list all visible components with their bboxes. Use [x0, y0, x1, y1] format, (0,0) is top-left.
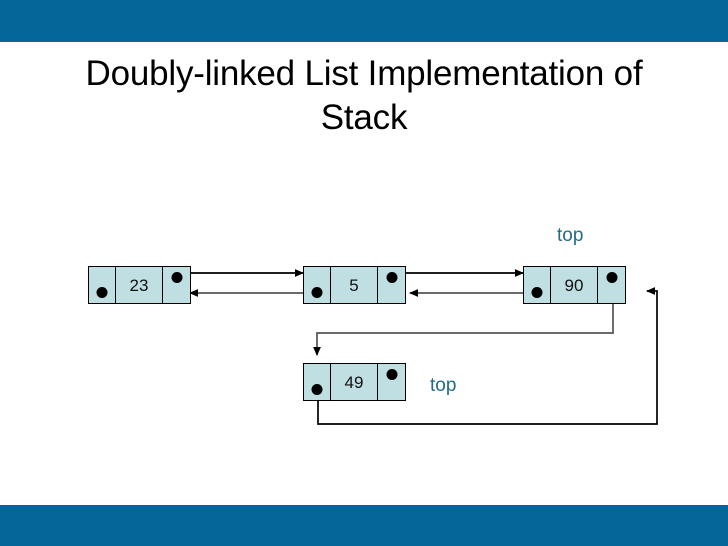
node-next-pointer — [378, 266, 406, 304]
wire-n49-prev — [317, 287, 658, 425]
top-banner — [0, 0, 728, 42]
node-value: 90 — [551, 266, 598, 304]
node-value-text: 49 — [344, 372, 364, 392]
pointer-dot — [311, 384, 323, 395]
list-node: 90 — [523, 266, 626, 304]
node-prev-pointer — [523, 266, 551, 304]
node-next-pointer — [163, 266, 191, 304]
node-prev-pointer — [88, 266, 116, 304]
pointer-dot — [606, 272, 617, 283]
pointer-dot — [531, 287, 543, 298]
pointer-dot — [96, 287, 108, 298]
top-label-upper: top — [557, 225, 584, 246]
node-value: 49 — [331, 363, 378, 401]
list-node: 5 — [303, 266, 406, 304]
node-prev-pointer — [303, 363, 331, 401]
pointer-dot — [386, 272, 397, 283]
pointer-dot — [386, 369, 397, 380]
list-node: 23 — [88, 266, 191, 304]
linked-list-diagram: 23 5 90 — [0, 150, 728, 470]
node-prev-pointer — [303, 266, 331, 304]
pointer-wires — [174, 269, 658, 425]
pointer-dot — [311, 287, 323, 298]
node-next-pointer — [378, 363, 406, 401]
page-title: Doubly-linked List Implementation of Sta… — [85, 54, 643, 137]
node-value-text: 5 — [349, 275, 359, 295]
node-value: 23 — [116, 266, 163, 304]
node-value: 5 — [331, 266, 378, 304]
node-value-text: 23 — [129, 275, 149, 295]
top-label-lower: top — [430, 375, 457, 396]
node-next-pointer — [598, 266, 626, 304]
pointer-dot — [171, 272, 182, 283]
list-node: 49 — [303, 363, 406, 401]
node-value-text: 90 — [564, 275, 584, 295]
bottom-banner — [0, 505, 728, 546]
